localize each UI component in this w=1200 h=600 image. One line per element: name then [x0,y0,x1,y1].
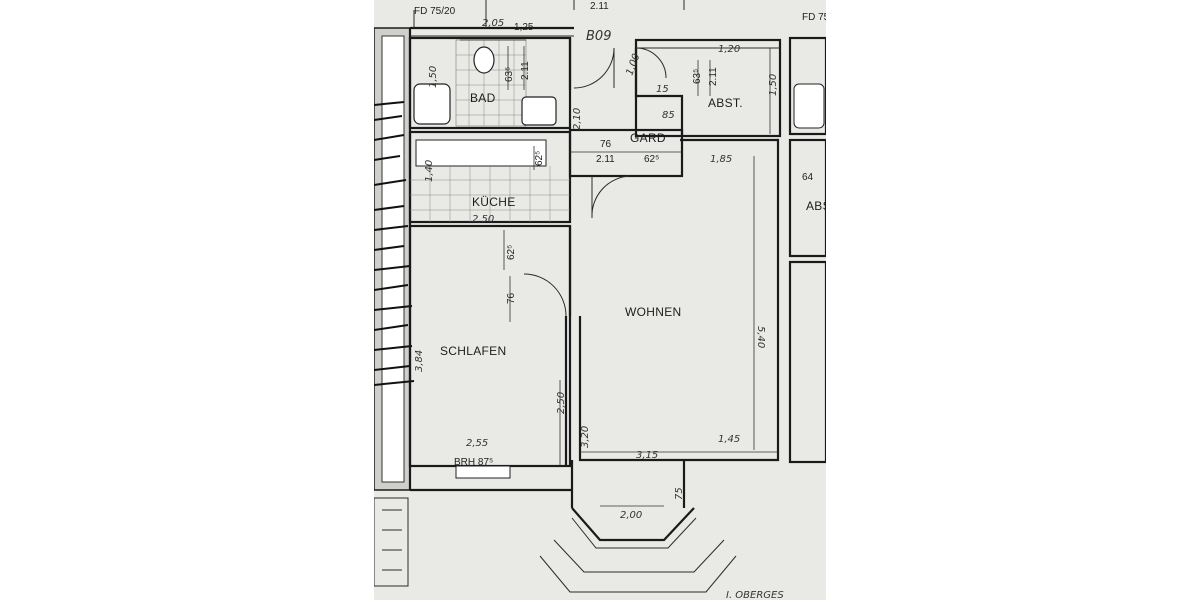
floor-plan-sheet: FD 75/20 FD 75 B09 2.11 I. OBERGES BAD A… [374,0,826,600]
dim-bad-top: 2,05 [482,18,504,29]
left-hatching [374,101,415,386]
dim-abst-15: 15 [656,84,669,95]
dim-bad-side: 1,25 [514,22,534,33]
dim-bad-210: 2,10 [572,108,583,130]
room-label-schlafen: SCHLAFEN [440,344,506,358]
dim-gard-625: 62⁵ [644,154,659,165]
room-label-gard: GARD [630,131,666,145]
dim-abst-211: 2.11 [708,67,719,86]
top-dimension: 2.11 [590,1,609,12]
dim-schlafen-76: 76 [506,292,517,304]
stair-structure [374,488,572,587]
dim-schlafen-255: 2,55 [466,438,488,449]
bedroom-door-swing [523,273,567,317]
dim-wohnen-315: 3,15 [636,450,658,461]
dim-wohnen-145: 1,45 [718,434,740,445]
sheet-ref-left: FD 75/20 [414,6,456,17]
sheet-ref-right: FD 75 [802,12,826,23]
living-room [539,138,780,593]
dim-kueche-625: 62⁵ [534,151,545,166]
exterior-wall-left [374,27,412,491]
dim-abst-85: 85 [662,110,675,121]
entrance-door-swing [573,47,615,89]
dim-schlafen-250: 2,50 [556,392,567,414]
dim-gard-211: 2.11 [596,154,615,165]
top-strip [410,0,685,37]
room-label-kueche: KÜCHE [472,195,516,209]
bathtub-icon [413,83,451,125]
washbasin-icon [521,96,557,126]
bay-window [571,507,695,542]
bedroom-window [455,465,511,479]
dim-wohnen-540: 5,40 [755,326,766,348]
floor-plan-drawing: FD 75/20 FD 75 B09 2.11 I. OBERGES BAD A… [374,0,826,600]
room-label-abst-2: ABS [806,199,826,213]
dim-bay-75: 75 [674,487,685,500]
room-label-bad: BAD [470,91,496,105]
neighbour-unit [788,36,826,464]
dim-kueche-bottom: 2,50 [472,214,494,225]
dim-schlafen-384: 3,84 [414,350,425,372]
dim-wohnen-320: 3,20 [580,426,591,448]
kitchen [408,130,572,224]
bedroom [408,224,572,479]
dimension-lines [460,39,778,507]
bathroom [408,36,572,130]
dim-brh: BRH 87⁵ [454,457,493,468]
dim-abst-top: 1,20 [718,44,740,55]
dim-kueche-left: 1,40 [424,160,435,182]
dim-bad-211: 2.11 [520,61,531,80]
kitchen-counter-icon [415,139,547,167]
dim-abst-150: 1,50 [768,74,779,96]
dim-bad-635: 63⁵ [504,67,515,82]
dim-abst-635: 63⁵ [692,69,703,84]
dim-right-64: 64 [802,172,814,183]
toilet-icon [473,46,495,74]
dim-bay-200: 2,00 [620,510,642,521]
dim-gard-100: 1,00 [624,52,642,77]
dim-schlafen-625: 62⁵ [506,245,517,260]
room-label-abst-1: ABST. [708,96,743,110]
dim-wohnen-185: 1,85 [710,154,732,165]
room-label-wohnen: WOHNEN [625,305,681,319]
dim-gard-76: 76 [600,139,612,150]
floor-note: I. OBERGES [726,590,784,600]
dim-bad-left: 1,50 [428,66,439,88]
unit-number: B09 [586,29,611,44]
